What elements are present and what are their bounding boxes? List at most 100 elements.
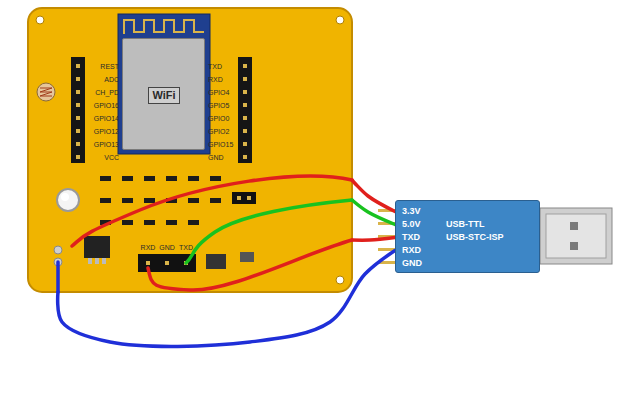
led xyxy=(57,189,79,211)
voltage-regulator xyxy=(84,236,110,264)
pin-label: RXD xyxy=(208,75,223,84)
resistor-row xyxy=(210,198,221,203)
voltage-regulator xyxy=(88,258,92,264)
pin-header-right xyxy=(243,142,247,146)
jumper xyxy=(237,196,241,200)
pin-label: GPIO14 xyxy=(94,114,119,123)
pcb-board xyxy=(36,16,44,24)
esp-module-pcb xyxy=(124,20,204,34)
resistor-row xyxy=(166,220,177,225)
pin-label: REST xyxy=(100,62,119,71)
usb-plug xyxy=(570,242,578,250)
wire-inside-board xyxy=(186,200,352,263)
pin-label: GPIO15 xyxy=(208,140,233,149)
resistor-row xyxy=(210,176,221,181)
pin-label: CH_PD xyxy=(95,88,119,97)
resistor-row xyxy=(122,176,133,181)
light-sensor xyxy=(37,83,55,101)
voltage-regulator xyxy=(102,258,106,264)
resistor-row xyxy=(100,176,111,181)
jumper xyxy=(247,196,251,200)
serial-header xyxy=(165,261,169,265)
pin-label: GPIO4 xyxy=(208,88,229,97)
pin-header-left xyxy=(76,90,80,94)
usb-plug xyxy=(540,208,612,264)
pin-header-left xyxy=(76,155,80,159)
pin-label: 5.0V xyxy=(402,218,421,231)
pin-label: 3.3V xyxy=(402,205,421,218)
led xyxy=(61,193,69,201)
pin-header-right xyxy=(243,77,247,81)
pin-header-left xyxy=(76,142,80,146)
pcb-board xyxy=(28,8,352,292)
solder-pad xyxy=(54,246,62,254)
pin-header-right xyxy=(238,57,252,163)
voltage-regulator xyxy=(84,236,110,258)
pin-label: GPIO5 xyxy=(208,101,229,110)
pin-header-left xyxy=(76,64,80,68)
pin-header-right xyxy=(243,155,247,159)
light-sensor xyxy=(37,83,55,101)
pin-label: GPIO2 xyxy=(208,127,229,136)
jumper xyxy=(232,192,256,204)
blue-wire xyxy=(58,251,395,347)
green-wire xyxy=(352,200,395,225)
wifi-shield: WiFi xyxy=(122,38,205,150)
pin-header-left xyxy=(76,77,80,81)
pin-header-right xyxy=(243,64,247,68)
pin-label: RXD xyxy=(402,244,421,257)
pin-label: GND xyxy=(159,243,175,252)
pin-header-left xyxy=(76,129,80,133)
logo-text: WiFi xyxy=(148,87,179,104)
pcb-board xyxy=(336,16,344,24)
capacitor xyxy=(206,254,226,269)
esp-module-pcb xyxy=(118,14,210,154)
resistor-row xyxy=(144,220,155,225)
usb-plug xyxy=(540,208,612,264)
wire-inside-board xyxy=(56,262,60,292)
resistor-row xyxy=(122,220,133,225)
capacitor xyxy=(240,252,254,262)
pin-label: GPIO12 xyxy=(94,127,119,136)
resistor-row xyxy=(166,176,177,181)
pin-label: VCC xyxy=(104,153,119,162)
usb-ttl-module: 3.3V5.0VTXDRXDGND USB-TTLUSB-STC-ISP xyxy=(395,200,540,273)
pin-header-right xyxy=(243,116,247,120)
usb-plug xyxy=(546,214,606,258)
pcb-board: REST ADC CH_PD GPIO16GPIO14GPIO12GPIO13VCC T… xyxy=(28,8,352,292)
resistor-row xyxy=(188,220,199,225)
module-label: USB-STC-ISP xyxy=(446,231,504,244)
pcb-board xyxy=(28,8,352,292)
pin-header-left xyxy=(76,116,80,120)
pin-header-right xyxy=(243,129,247,133)
pin-label: GND xyxy=(208,153,224,162)
pin-label: GPIO13 xyxy=(94,140,119,149)
pin-header-left xyxy=(76,103,80,107)
wire-inside-board xyxy=(58,176,352,292)
red-wire xyxy=(352,238,395,241)
pin-label: TXD xyxy=(179,243,193,252)
serial-header xyxy=(146,261,150,265)
capacitor xyxy=(206,252,254,269)
resistor-row xyxy=(144,198,155,203)
light-sensor xyxy=(40,88,52,96)
resistor-row xyxy=(122,198,133,203)
pin-header-right xyxy=(238,57,252,163)
pin-header-left xyxy=(71,57,85,163)
pin-label: GND xyxy=(402,257,422,270)
resistor-row xyxy=(188,198,199,203)
module-label: USB-TTL xyxy=(446,218,485,231)
resistor-row xyxy=(100,198,111,203)
voltage-regulator xyxy=(95,258,99,264)
wire-inside-board xyxy=(148,240,352,290)
pin-header-left xyxy=(71,57,85,163)
pin-label: ADC xyxy=(104,75,119,84)
pin-label: GPIO16 xyxy=(94,101,119,110)
pin-header-right xyxy=(243,103,247,107)
pin-label: TXD xyxy=(402,231,420,244)
resistor-row xyxy=(188,176,199,181)
resistor-row xyxy=(144,176,155,181)
